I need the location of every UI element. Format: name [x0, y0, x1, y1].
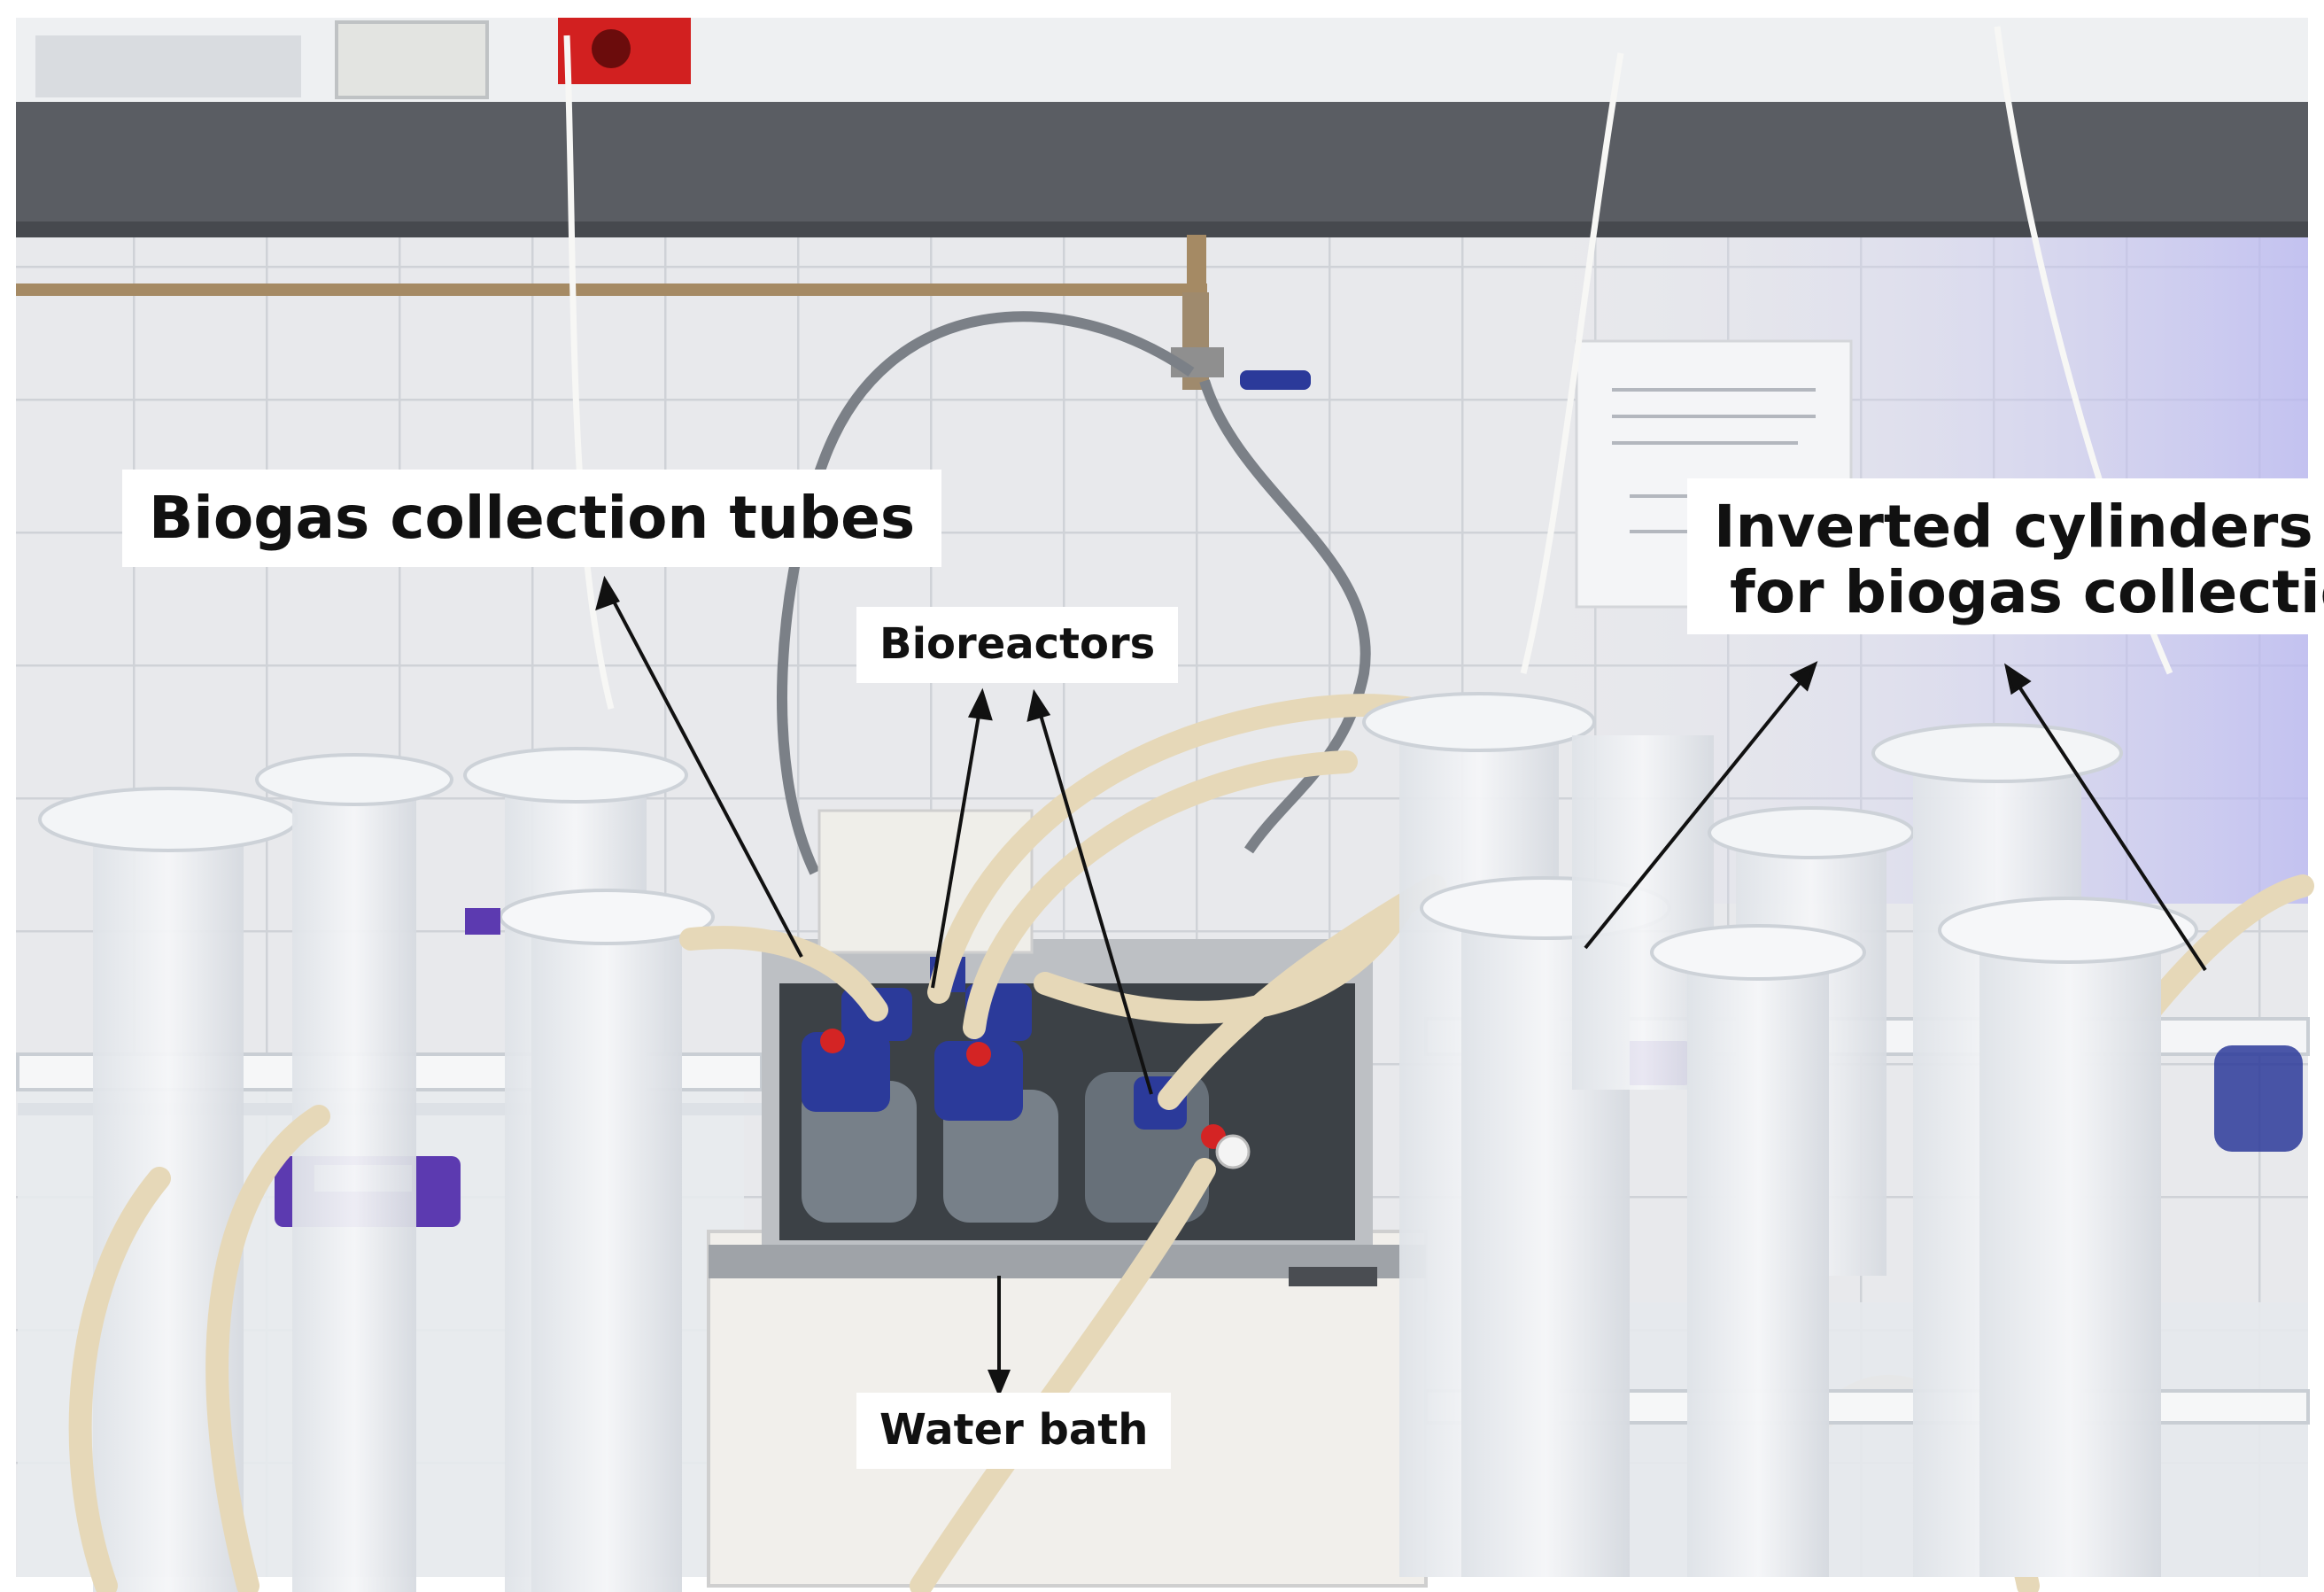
right-cylinders — [1362, 692, 2303, 1577]
silicone-tubing — [68, 694, 2314, 1592]
label-inverted-cylinders: Inverted cylinders for biogas collection — [1687, 478, 2324, 634]
gas-hose — [776, 311, 1195, 875]
label-water-bath: Water bath — [856, 1393, 1172, 1469]
label-biogas-collection-tubes: Biogas collection tubes — [122, 470, 942, 567]
wall-shelf — [16, 18, 2308, 237]
label-inverted-line2: for biogas collection — [1730, 557, 2324, 626]
bioreactor-bottles — [802, 957, 1251, 1223]
left-cylinders — [38, 747, 715, 1592]
label-bioreactors: Bioreactors — [856, 607, 1179, 683]
pointer-arrows — [595, 575, 2207, 1398]
label-inverted-line1: Inverted cylinders — [1714, 493, 2313, 561]
